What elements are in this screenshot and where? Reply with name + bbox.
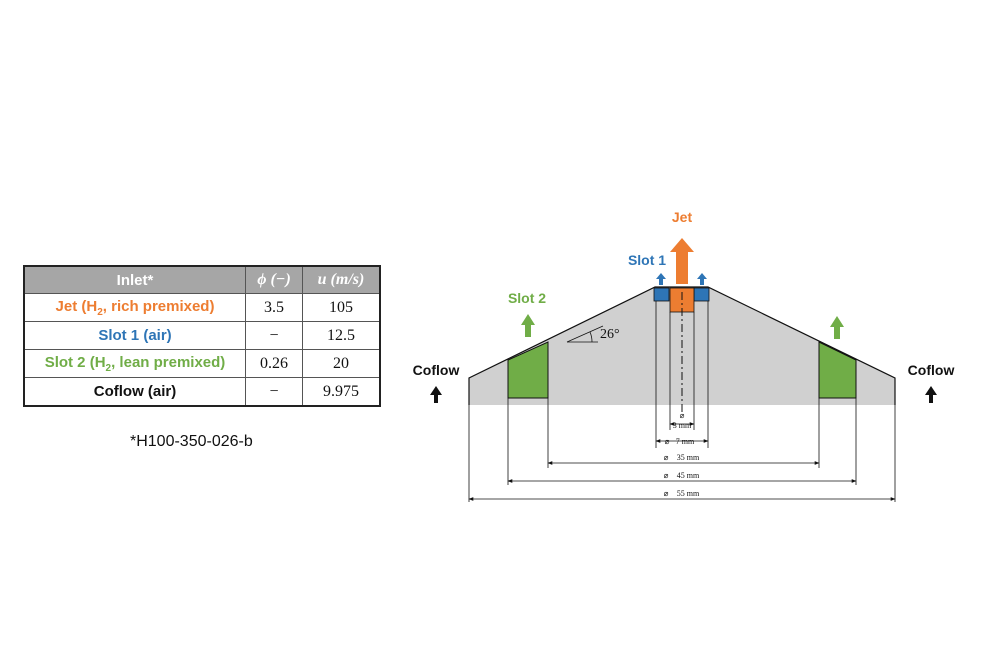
slot2-right-arrow xyxy=(830,316,844,339)
diameter-symbol-55mm: ⌀ xyxy=(664,489,669,498)
velocity-cell: 9.975 xyxy=(302,377,381,407)
diameter-symbol-3mm: ⌀ xyxy=(680,411,685,420)
diameter-symbol-45mm: ⌀ xyxy=(664,471,669,480)
header-velocity: u (m/s) xyxy=(302,265,381,294)
header-phi: ϕ (−) xyxy=(245,265,303,294)
inlet-name-cell: Slot 1 (air) xyxy=(23,321,246,350)
diameter-symbol-35mm: ⌀ xyxy=(664,453,669,462)
coflow-left-label: Coflow xyxy=(413,362,460,378)
velocity-cell: 20 xyxy=(302,349,381,378)
dim-45mm-label: 45 mm xyxy=(677,471,700,480)
angle-label: 26° xyxy=(600,327,620,342)
jet-arrow xyxy=(670,238,694,284)
footnote: *H100-350-026-b xyxy=(130,433,253,450)
jet-label: Jet xyxy=(672,209,693,225)
slot1-label: Slot 1 xyxy=(628,252,666,268)
slot1-right-arrow xyxy=(697,273,707,285)
dim-55mm-label: 55 mm xyxy=(677,489,700,498)
dim-7mm-label: 7 mm xyxy=(676,437,695,446)
coflow-right-label: Coflow xyxy=(908,362,955,378)
slot2-right-channel xyxy=(818,341,857,399)
phi-cell: − xyxy=(245,377,303,407)
slot1-left-arrow xyxy=(656,273,666,285)
slot1-left-channel xyxy=(653,287,670,302)
phi-cell: − xyxy=(245,321,303,350)
velocity-cell: 105 xyxy=(302,293,381,322)
inlet-name-cell: Coflow (air) xyxy=(23,377,246,407)
coflow-right-arrow xyxy=(925,386,937,403)
slot2-left-channel xyxy=(507,341,549,399)
slot1-right-channel xyxy=(693,287,710,302)
inlet-name-cell: Slot 2 (H2, lean premixed) xyxy=(23,349,246,378)
inlet-name-cell: Jet (H2, rich premixed) xyxy=(23,293,246,322)
phi-cell: 3.5 xyxy=(245,293,303,322)
dim-3mm-label: 3 mm xyxy=(673,421,692,430)
phi-cell: 0.26 xyxy=(245,349,303,378)
dim-35mm-label: 35 mm xyxy=(677,453,700,462)
diameter-symbol-7mm: ⌀ xyxy=(665,437,670,446)
angle-arc xyxy=(589,331,593,343)
table-row: Slot 1 (air)−12.5 xyxy=(23,321,381,350)
table-row: Coflow (air)−9.975 xyxy=(23,377,381,407)
angle-slope xyxy=(566,325,604,343)
slot2-label: Slot 2 xyxy=(508,290,546,306)
slot2-left-arrow xyxy=(521,314,535,337)
coflow-left-arrow xyxy=(430,386,442,403)
burner-outline xyxy=(468,286,896,405)
inlet-table: Inlet* ϕ (−) u (m/s) Jet (H2, rich premi… xyxy=(23,265,381,407)
